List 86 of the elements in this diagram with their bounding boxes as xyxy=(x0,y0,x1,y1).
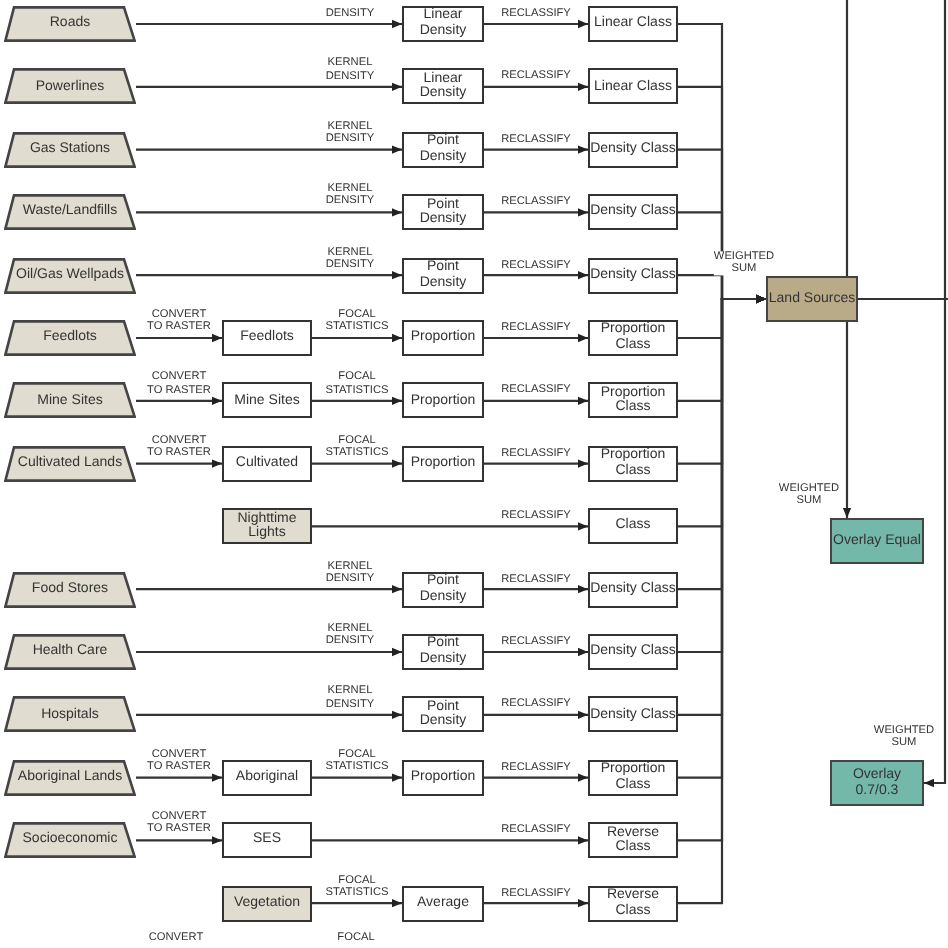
connector-arrow xyxy=(136,459,222,468)
process-box xyxy=(588,759,678,796)
data-source-shape xyxy=(4,634,136,670)
process-box xyxy=(588,68,678,105)
connector-arrow xyxy=(484,333,588,343)
process-box xyxy=(588,6,678,42)
connector-arrow xyxy=(312,396,402,405)
process-box xyxy=(588,822,678,859)
connector-arrow xyxy=(312,333,402,343)
process-box xyxy=(402,571,484,608)
connector-arrow xyxy=(924,0,947,788)
data-source-shape xyxy=(4,6,136,42)
process-box xyxy=(222,382,312,419)
process-box xyxy=(402,885,484,922)
process-box xyxy=(402,6,484,42)
process-box xyxy=(402,68,484,105)
connector-arrow xyxy=(136,836,222,845)
connector-arrow xyxy=(136,271,402,280)
process-box xyxy=(402,194,484,231)
process-box xyxy=(588,257,678,294)
data-source-shape xyxy=(4,320,136,356)
process-box xyxy=(588,194,678,231)
connector-arrow xyxy=(484,208,588,217)
connector-arrow xyxy=(484,19,588,29)
process-box xyxy=(222,759,312,796)
connector-arrow xyxy=(484,145,588,154)
process-box xyxy=(402,257,484,294)
process-box xyxy=(588,634,678,670)
process-box xyxy=(402,445,484,482)
data-source-shape xyxy=(4,445,136,482)
data-source-shape xyxy=(4,131,136,168)
connector-arrow xyxy=(136,647,402,657)
connector-arrow xyxy=(136,82,402,91)
process-box xyxy=(402,634,484,670)
data-source-shape xyxy=(4,382,136,419)
data-source-shape xyxy=(4,257,136,294)
process-box xyxy=(588,571,678,608)
connector-arrow xyxy=(136,585,402,594)
process-box xyxy=(588,508,678,545)
connector-arrow xyxy=(136,396,222,405)
process-box xyxy=(402,696,484,733)
connector-arrow xyxy=(136,19,402,29)
connector-arrow xyxy=(312,522,588,531)
connector-arrow xyxy=(484,773,588,782)
connector-arrow xyxy=(312,899,402,908)
data-source-shape xyxy=(4,759,136,796)
process-box xyxy=(588,382,678,419)
process-box xyxy=(402,382,484,419)
process-box xyxy=(588,885,678,922)
process-box xyxy=(588,131,678,168)
connector-arrow xyxy=(484,82,588,91)
connector-arrow xyxy=(484,271,588,280)
overlay-box xyxy=(830,518,924,564)
process-box xyxy=(222,822,312,859)
data-source-shape xyxy=(4,194,136,231)
connector-arrow xyxy=(136,145,402,154)
overlay-box xyxy=(830,760,924,806)
process-box xyxy=(588,696,678,733)
connector-arrow xyxy=(484,647,588,657)
input-layer-box xyxy=(222,885,312,922)
input-layer-box xyxy=(222,508,312,545)
data-source-shape xyxy=(4,822,136,859)
data-source-shape xyxy=(4,571,136,608)
process-box xyxy=(402,131,484,168)
process-box xyxy=(402,320,484,356)
connector-arrow xyxy=(136,773,222,782)
connector-arrow xyxy=(136,333,222,343)
connector-arrow xyxy=(484,585,588,594)
result-box xyxy=(766,276,858,322)
process-box xyxy=(222,445,312,482)
connector-arrow xyxy=(312,773,402,782)
connector-arrow xyxy=(484,899,588,908)
data-source-shape xyxy=(4,68,136,105)
connector-arrow xyxy=(312,836,588,845)
connector-arrow xyxy=(136,710,402,719)
connector-arrow xyxy=(484,459,588,468)
connector-arrow xyxy=(136,208,402,217)
process-box xyxy=(588,320,678,356)
process-box xyxy=(402,759,484,796)
connector-arrow xyxy=(842,0,852,518)
connector-arrow xyxy=(312,459,402,468)
data-source-shape xyxy=(4,696,136,733)
process-box xyxy=(222,320,312,356)
connector-arrow xyxy=(484,396,588,405)
connector-arrow xyxy=(484,710,588,719)
process-box xyxy=(588,445,678,482)
